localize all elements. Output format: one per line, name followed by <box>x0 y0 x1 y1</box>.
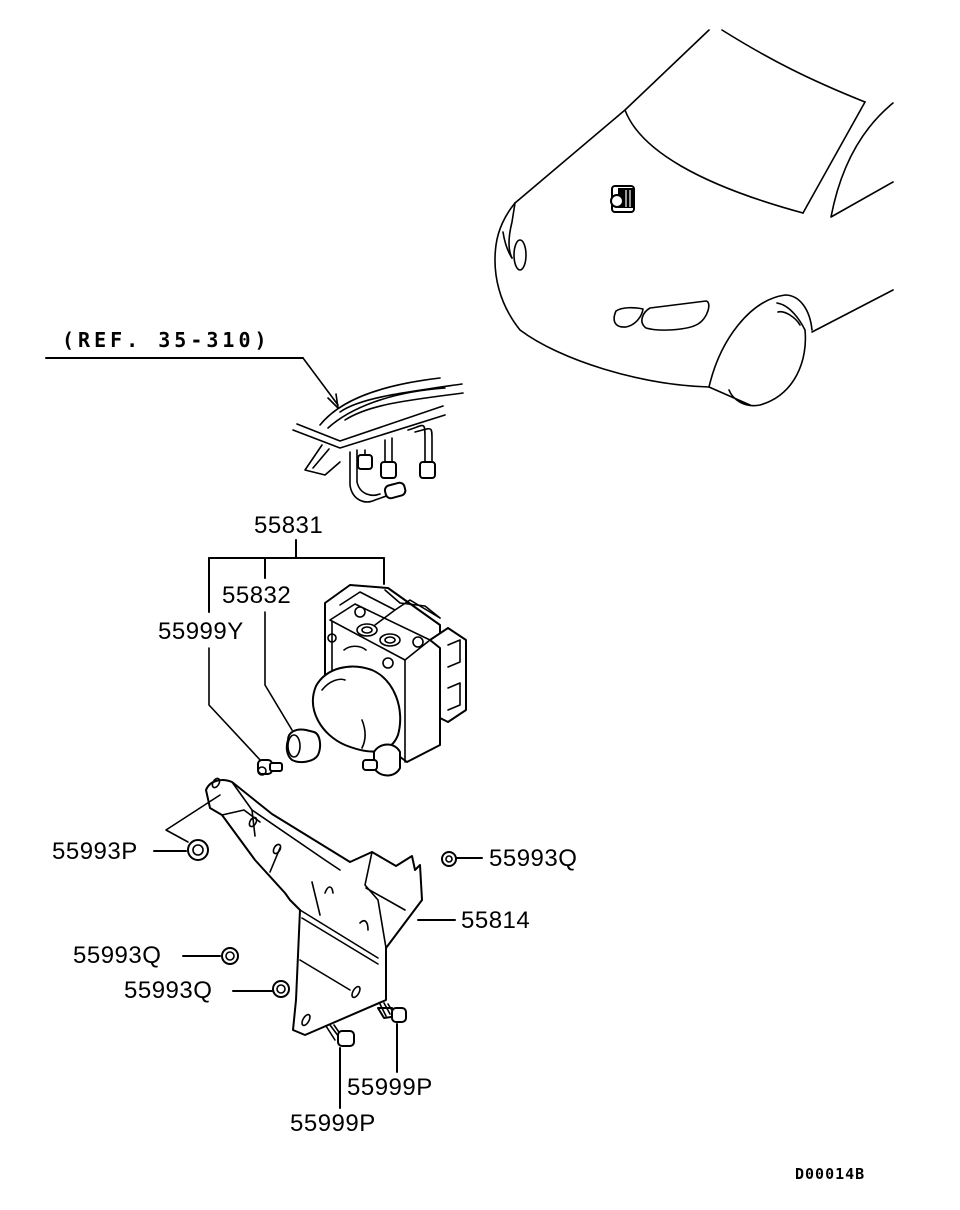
part-label-55999p-right[interactable]: 55999P <box>347 1074 433 1101</box>
nut-55993q-right <box>441 851 483 867</box>
part-label-55999p-left[interactable]: 55999P <box>290 1110 376 1137</box>
part-label-55993q-left1[interactable]: 55993Q <box>73 942 162 969</box>
bushing-55832 <box>285 728 322 764</box>
abs-location-marker <box>610 185 635 213</box>
bracket-55814 <box>165 777 456 1036</box>
part-label-55832[interactable]: 55832 <box>222 582 292 609</box>
nut-55993q-left2 <box>232 980 290 998</box>
vehicle-outline <box>494 29 894 407</box>
part-label-55993q-left2[interactable]: 55993Q <box>124 977 213 1004</box>
part-label-55999y[interactable]: 55999Y <box>158 618 244 645</box>
reference-note: (REF. 35-310) <box>62 328 271 352</box>
abs-hydraulic-unit <box>311 584 467 777</box>
bolt-55999p-right <box>377 1002 407 1073</box>
part-label-55814[interactable]: 55814 <box>461 907 531 934</box>
brake-pipes <box>292 377 464 503</box>
part-label-55993p[interactable]: 55993P <box>52 838 138 865</box>
group-bracket-55831 <box>208 539 385 763</box>
stud-55999y <box>257 759 283 776</box>
reference-leader <box>45 357 339 409</box>
bolt-55999p-left <box>325 1024 355 1109</box>
part-label-55831[interactable]: 55831 <box>254 512 324 539</box>
drawing-code: D00014B <box>795 1165 866 1183</box>
part-label-55993q-right[interactable]: 55993Q <box>489 845 578 872</box>
nut-55993p <box>153 839 209 861</box>
nut-55993q-left1 <box>182 947 239 965</box>
